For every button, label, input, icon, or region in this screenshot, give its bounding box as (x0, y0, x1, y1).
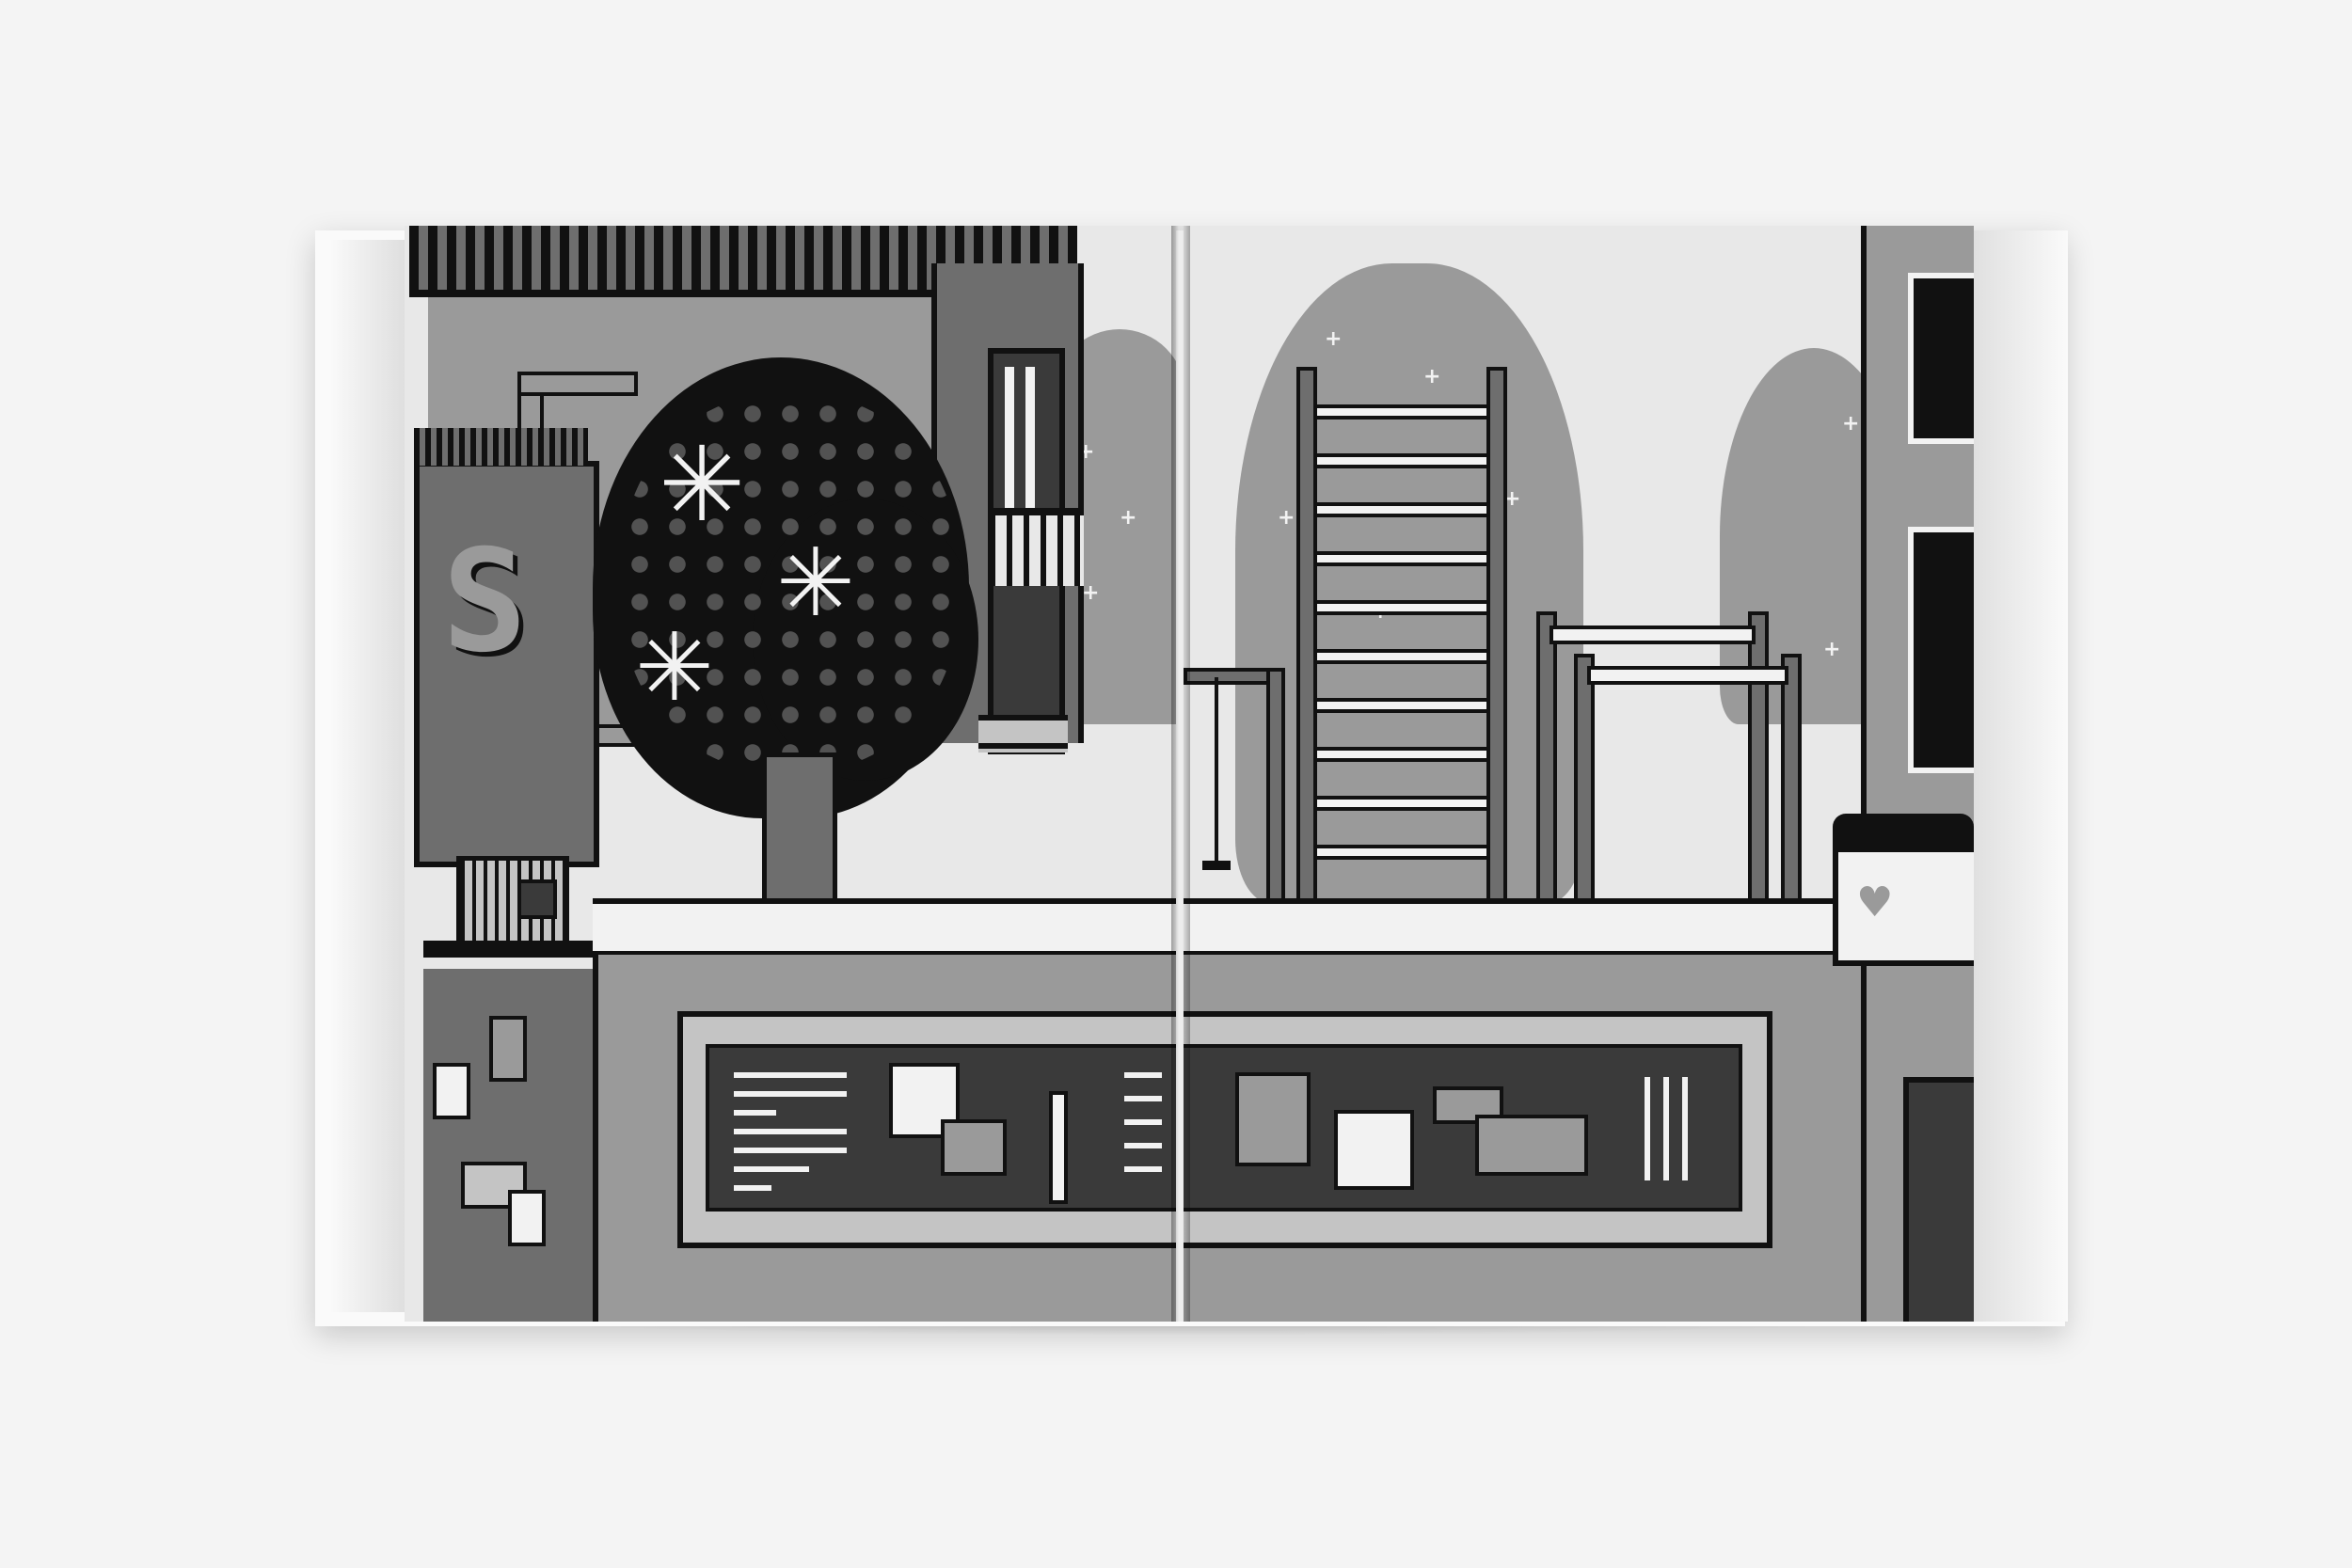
ladder-left-rail (1296, 367, 1317, 911)
book-gutter (1171, 226, 1190, 1322)
planter-box (1833, 847, 1974, 966)
notice-card (941, 1119, 1007, 1176)
plus-sparkle-icon: + (1278, 506, 1295, 530)
star-sparkle-icon: ✳ (659, 424, 746, 545)
notice-card (1334, 1110, 1414, 1190)
page-edges-right (1974, 230, 2068, 1322)
plus-sparkle-icon: + (1120, 506, 1137, 530)
right-page: + + + + + + + ♥ (1184, 226, 1974, 1322)
sign-letter: S (442, 520, 528, 684)
plus-sparkle-icon: + (1423, 365, 1441, 388)
ladder-right-rail (1486, 367, 1507, 911)
window (1908, 273, 1974, 444)
balcony-railing (990, 508, 1084, 586)
left-page: + + + S ✳ ✳ ✳ (405, 226, 1176, 1322)
stairs (978, 715, 1068, 752)
pullup-post (1781, 654, 1802, 911)
window (1908, 527, 1974, 773)
pullup-post (1748, 611, 1769, 911)
posted-paper (489, 1016, 527, 1082)
sidewalk (1184, 898, 1842, 957)
pullup-post (1536, 611, 1557, 911)
pullup-bar (1549, 626, 1756, 644)
plus-sparkle-icon: + (1325, 327, 1343, 351)
posted-paper (433, 1063, 470, 1119)
plus-sparkle-icon: + (1503, 487, 1521, 511)
plus-sparkle-icon: + (1082, 581, 1100, 605)
posted-paper (508, 1190, 546, 1246)
sidewalk (593, 898, 1176, 957)
notice-card (1235, 1072, 1311, 1166)
shop-door (1903, 1077, 1974, 1322)
plus-sparkle-icon: + (1842, 412, 1860, 436)
pullup-post (1574, 654, 1595, 911)
planter-shrubs (1833, 814, 1974, 851)
pullup-bar (1587, 666, 1788, 685)
ladder-rungs (1317, 404, 1486, 884)
star-sparkle-icon: ✳ (635, 612, 714, 722)
page-edges-left (329, 240, 406, 1312)
plus-sparkle-icon: + (1823, 638, 1841, 661)
star-sparkle-icon: ✳ (776, 528, 855, 638)
notice-strip (1049, 1091, 1068, 1204)
tree-trunk (762, 752, 837, 912)
swing-seat (1202, 861, 1231, 870)
shop-sign (414, 461, 599, 867)
notice-card (1475, 1115, 1588, 1176)
heart-icon: ♥ (1856, 879, 1894, 927)
